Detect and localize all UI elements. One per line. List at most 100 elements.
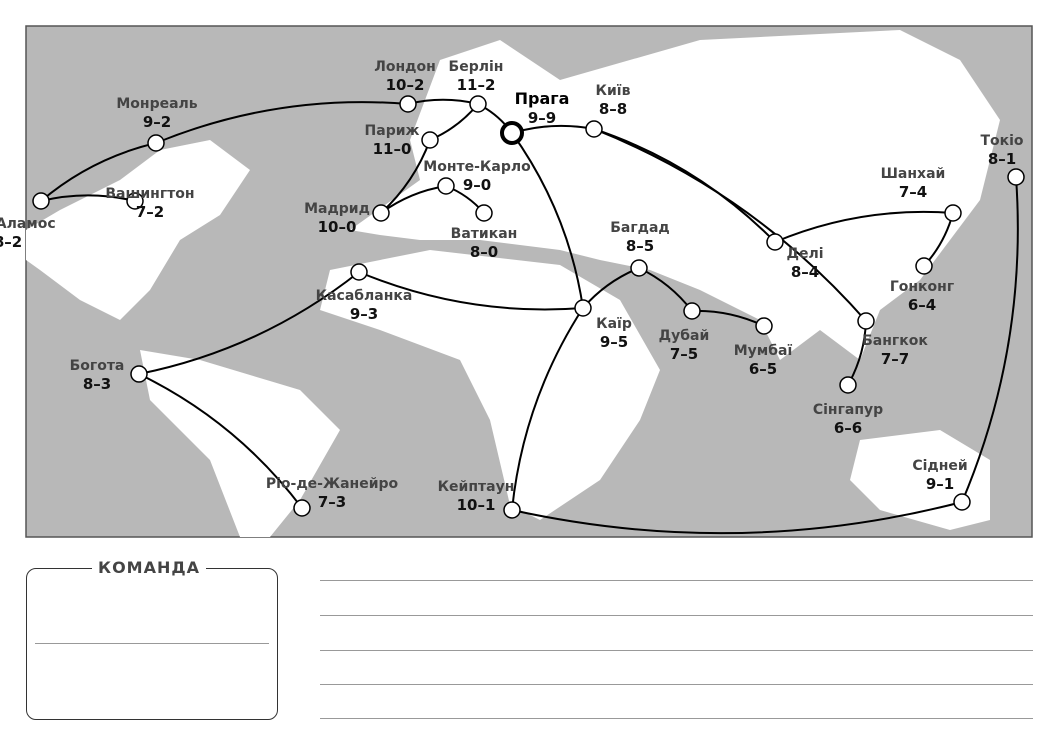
city-name: Богота [70,358,125,374]
route-paris-madrid [380,139,431,214]
writing-line [320,650,1033,651]
city-node[interactable] [857,312,875,330]
city-name: Касабланка [316,288,413,304]
route-tokyo-sydney [961,176,1019,503]
team-box[interactable] [26,568,278,720]
city-node[interactable] [130,365,148,383]
city-name: Дубай [659,328,710,344]
team-line [35,643,269,644]
writing-line [320,580,1033,581]
city-node[interactable] [469,95,487,113]
city-node[interactable] [755,317,773,335]
city-name: Сідней [912,458,967,474]
route-los-alamos-washington [40,194,136,202]
city-score: 6–6 [834,419,862,437]
city-node[interactable] [574,299,592,317]
city-name: Гонконг [890,279,954,295]
city-name: Лондон [374,59,436,75]
city-node[interactable] [1007,168,1025,186]
route-kyiv-delhi [593,128,776,243]
city-score: 8–4 [791,263,819,281]
city-node[interactable] [32,192,50,210]
city-node[interactable] [585,120,603,138]
city-node[interactable] [503,501,521,519]
city-score: 11–2 [457,76,496,94]
city-node[interactable] [915,257,933,275]
city-node[interactable] [683,302,701,320]
city-node[interactable] [421,131,439,149]
city-name: Делі [786,246,823,262]
writing-line [320,684,1033,685]
city-node[interactable] [350,263,368,281]
city-name: Монреаль [116,96,197,112]
city-node[interactable] [630,259,648,277]
route-montreal-london [155,101,409,144]
city-score: 9–9 [528,109,556,127]
city-node[interactable] [437,177,455,195]
writing-line [320,718,1033,719]
city-score: 7–3 [318,493,346,511]
city-node[interactable] [766,233,784,251]
city-name: Сінгапур [813,402,883,418]
city-score: 10–0 [318,218,357,236]
city-name: Бангкок [862,333,928,349]
city-score: 8–5 [626,237,654,255]
city-name: Мумбаї [734,343,793,359]
city-name: Токіо [980,133,1023,149]
city-node[interactable] [126,192,144,210]
city-node[interactable] [293,499,311,517]
city-score: 7–5 [670,345,698,363]
city-node[interactable] [500,121,524,145]
route-los-alamos-montreal [40,142,157,202]
route-sydney-capetown [511,501,963,535]
city-node[interactable] [147,134,165,152]
city-node[interactable] [372,204,390,222]
city-name: Монте-Карло [423,159,531,175]
route-praha-cairo [511,132,584,309]
city-node[interactable] [953,493,971,511]
city-node[interactable] [944,204,962,222]
team-title: КОМАНДА [92,558,207,577]
city-score: 8–3 [83,375,111,393]
city-score: 8–0 [470,243,498,261]
city-node[interactable] [399,95,417,113]
city-score: 9–0 [463,176,491,194]
city-los-alamos[interactable]: Лос-Аламос8–2 [0,192,56,251]
city-node[interactable] [839,376,857,394]
city-name: Париж [365,123,420,139]
city-name: Мадрид [304,201,370,217]
city-score: 8–2 [0,233,22,251]
route-delhi-shanghai [774,210,954,243]
city-score: 8–8 [599,100,627,118]
city-name: Вашингтон [105,186,194,202]
city-node[interactable] [475,204,493,222]
city-score: 9–1 [926,475,954,493]
city-name: Багдад [610,220,670,236]
